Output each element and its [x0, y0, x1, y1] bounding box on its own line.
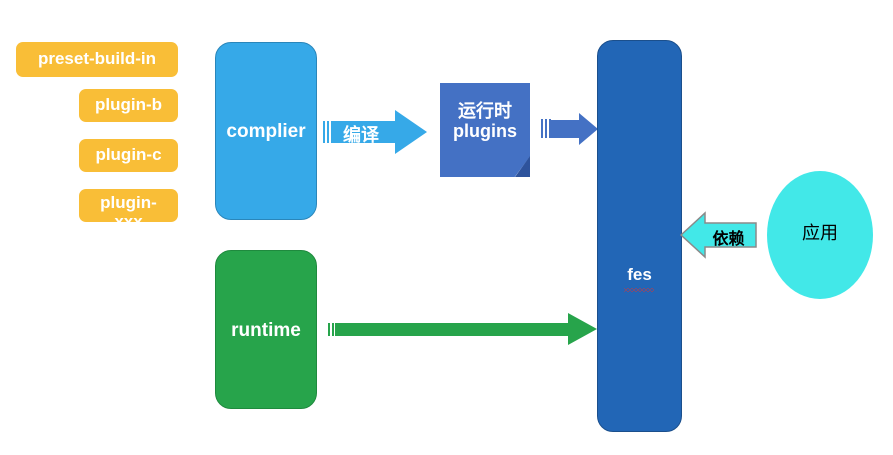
arrow-plugins-to-fes-shape [549, 113, 598, 145]
node-runtime-plugins[interactable]: 运行时 plugins [440, 83, 530, 177]
node-runtime-plugins-label: 运行时 plugins [453, 101, 517, 142]
plugin-chip-label: plugin-c [95, 145, 162, 164]
plugin-chip-plugin-c[interactable]: plugin-c [79, 139, 178, 172]
arrow-runtime-to-fes [328, 311, 598, 347]
arrow-runtime-to-fes-shape [335, 313, 597, 345]
plugin-chip-plugin-xxx[interactable]: plugin- xxx [79, 189, 178, 231]
plugin-chip-label: plugin- xxx [100, 193, 157, 232]
arrow-compile-shape [332, 110, 427, 154]
node-runtime-label: runtime [231, 320, 301, 341]
node-application[interactable]: 应用 [767, 171, 873, 299]
plugin-chip-label: preset-build-in [37, 49, 157, 68]
node-fes[interactable]: fes [597, 40, 682, 432]
node-complier[interactable]: complier [215, 42, 317, 220]
node-fes-label: fes [627, 265, 652, 284]
node-complier-label: complier [226, 121, 306, 142]
plugin-chip-preset-build-in[interactable]: preset-build-in [16, 42, 178, 77]
arrow-dependency: 依赖 [679, 211, 757, 259]
plugin-chip-label: plugin-b [94, 95, 163, 114]
arrow-plugins-to-fes [541, 112, 599, 146]
spellcheck-squiggle [624, 288, 654, 292]
arrow-dependency-shape [679, 211, 757, 259]
arrow-plugins-to-fes-tail [541, 119, 551, 138]
plugin-chip-plugin-b[interactable]: plugin-b [79, 89, 178, 122]
node-application-label: 应用 [802, 223, 838, 243]
arrow-compile-tail [323, 121, 333, 143]
arrow-compile: 编译 [323, 108, 428, 156]
node-runtime[interactable]: runtime [215, 250, 317, 409]
arrow-runtime-to-fes-tail [328, 323, 338, 336]
